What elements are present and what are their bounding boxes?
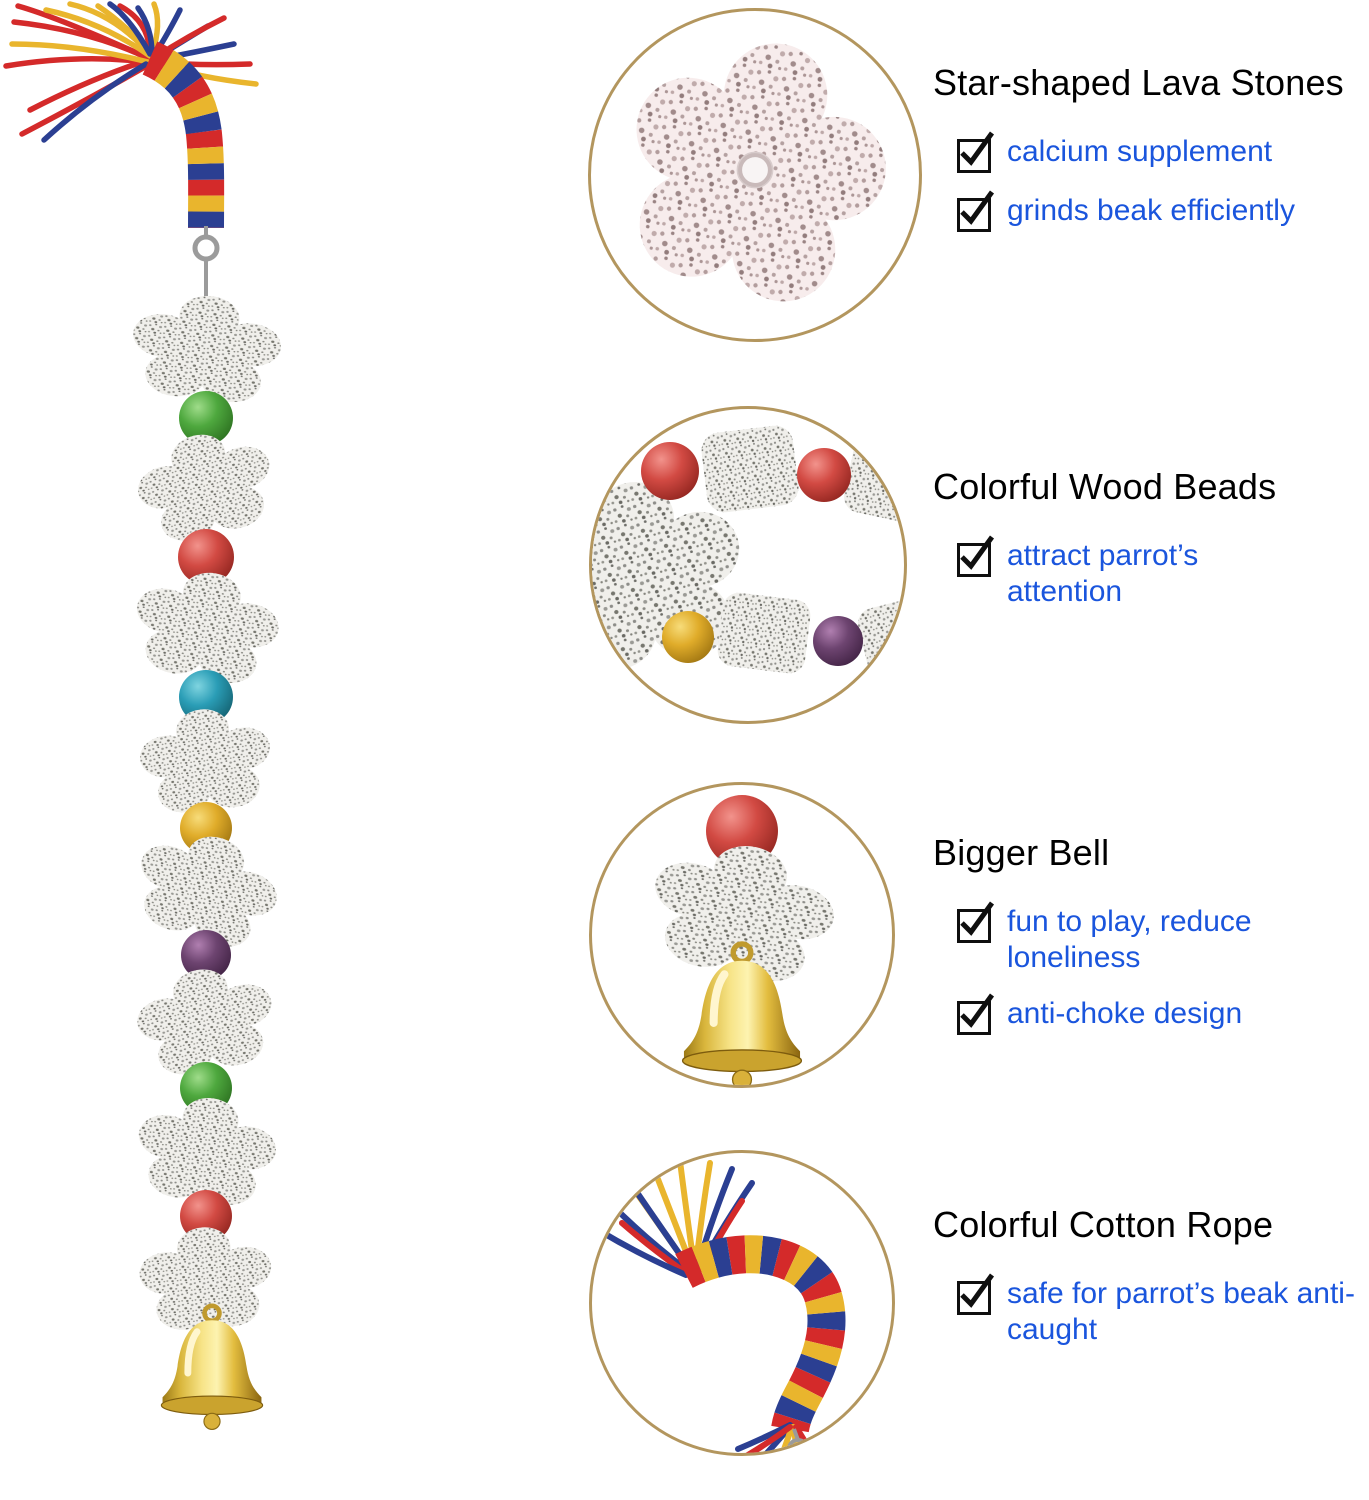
feature-point: fun to play, reduce loneliness xyxy=(957,901,1369,976)
stone-hole xyxy=(738,153,772,187)
wood-bead-purple xyxy=(813,616,863,666)
wood-bead-red xyxy=(797,448,851,502)
feature-heading: Bigger Bell xyxy=(933,832,1110,873)
lava-stones-and-beads xyxy=(123,288,290,1333)
feature-point-label: fun to play, reduce loneliness xyxy=(1007,905,1252,974)
feature-point: safe for parrot’s beak anti-caught xyxy=(957,1273,1369,1348)
feature-wood-beads: Colorful Wood Beads attract parrot’s att… xyxy=(933,466,1369,630)
wood-bead-purple xyxy=(181,930,231,980)
feature-bell: Bigger Bell fun to play, reduce loneline… xyxy=(933,832,1369,1055)
feature-point-label: grinds beak efficiently xyxy=(1007,194,1295,227)
feature-point: anti-choke design xyxy=(957,993,1369,1035)
wood-bead-red xyxy=(641,442,699,500)
wood-bead-red xyxy=(180,1190,232,1242)
wood-bead-red xyxy=(178,529,234,585)
feature-point: calcium supplement xyxy=(957,131,1369,173)
feature-cotton-rope: Colorful Cotton Rope safe for parrot’s b… xyxy=(933,1204,1369,1368)
wood-bead-green xyxy=(861,676,904,721)
feature-heading: Colorful Cotton Rope xyxy=(933,1204,1274,1245)
wood-bead-yellow xyxy=(662,611,714,663)
checkmark-icon xyxy=(957,1273,995,1315)
wood-beads-closeup-photo xyxy=(589,406,907,724)
feature-heading: Colorful Wood Beads xyxy=(933,466,1277,507)
wood-bead-teal xyxy=(179,670,233,724)
feature-point-label: calcium supplement xyxy=(1007,135,1273,168)
cotton-rope xyxy=(142,41,225,229)
lava-stone-closeup-photo xyxy=(588,8,922,342)
checkmark-icon xyxy=(957,131,995,173)
feature-point-label: anti-choke design xyxy=(1007,997,1243,1030)
feature-point-label: safe for parrot’s beak anti-caught xyxy=(1007,1277,1355,1346)
metal-loop xyxy=(787,1438,809,1453)
feature-heading: Star-shaped Lava Stones xyxy=(933,62,1344,103)
bell-closeup-photo xyxy=(589,782,895,1088)
feature-lava-stones: Star-shaped Lava Stones calcium suppleme… xyxy=(933,62,1369,252)
checkmark-icon xyxy=(957,901,995,943)
twisted-rope xyxy=(675,1235,846,1433)
feature-point-label: attract parrot’s attention xyxy=(1007,539,1199,608)
checkmark-icon xyxy=(957,993,995,1035)
checkmark-icon xyxy=(957,190,995,232)
metal-hook xyxy=(192,226,220,306)
checkmark-icon xyxy=(957,535,995,577)
hanging-chew-toy-photo xyxy=(3,1,290,1500)
feature-point: grinds beak efficiently xyxy=(957,190,1369,232)
cotton-rope-closeup-photo xyxy=(589,1150,895,1456)
wood-bead-green xyxy=(179,391,233,445)
feature-point: attract parrot’s attention xyxy=(957,535,1369,610)
